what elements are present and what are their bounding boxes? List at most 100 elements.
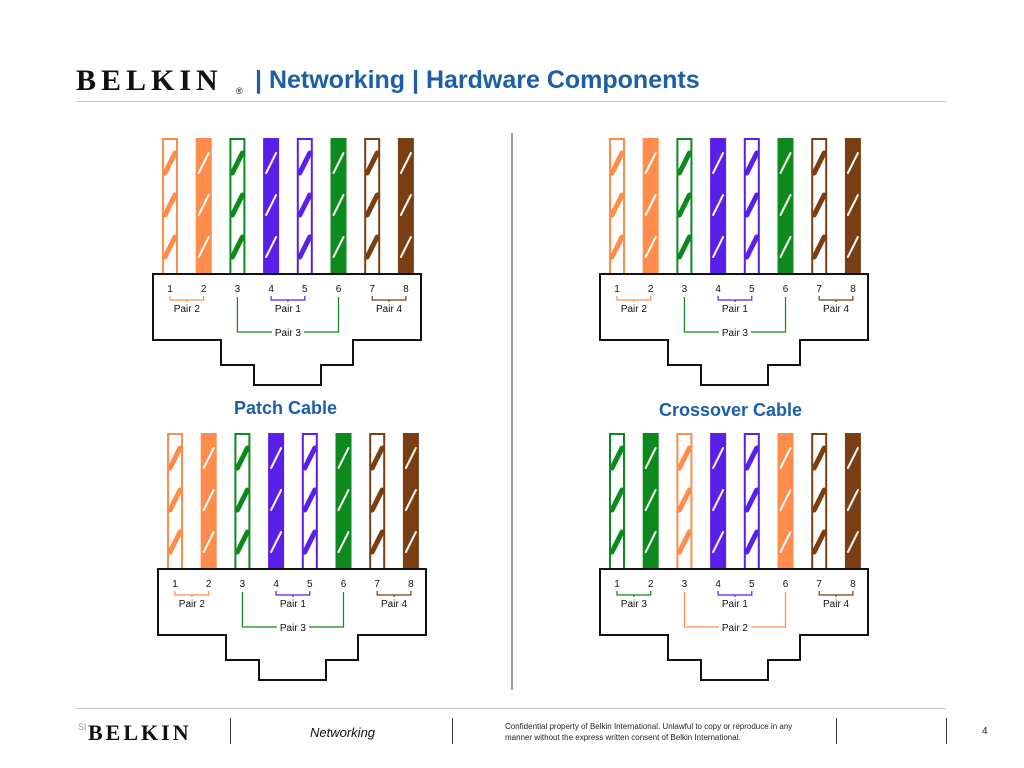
- pin-number: 1: [614, 579, 620, 590]
- footer-separator: [946, 718, 947, 744]
- wire-stripe: [712, 236, 725, 258]
- wire-stripe: [779, 531, 792, 553]
- wire-stripe: [197, 236, 210, 258]
- pair-bracket: Pair 2: [616, 296, 652, 315]
- pin-number: 6: [341, 579, 347, 590]
- pin-number: 3: [682, 284, 688, 295]
- wire-stripe: [744, 445, 760, 471]
- pair-bracket-line: [683, 592, 787, 628]
- wire-stripe: [404, 489, 417, 511]
- pair-bracket: Pair 1: [270, 296, 306, 315]
- wire-stripe: [811, 234, 827, 260]
- wire-green: [330, 138, 347, 275]
- wire-stripe: [297, 234, 313, 260]
- wire-stripe: [609, 487, 625, 513]
- wire-stripe: [229, 192, 245, 218]
- pair-label: Pair 1: [275, 304, 302, 315]
- pin-number: 4: [273, 579, 279, 590]
- wire-stripe: [644, 194, 657, 216]
- wire-stripe: [609, 192, 625, 218]
- wire-stripe: [712, 489, 725, 511]
- wire-stripe: [846, 152, 859, 174]
- wire-stripe: [197, 194, 210, 216]
- wire-blue: [263, 138, 280, 275]
- wire-stripe: [337, 447, 350, 469]
- rj45-connector-body: [152, 273, 422, 386]
- wire-blue-stripe: [743, 433, 760, 570]
- wire-stripe: [846, 194, 859, 216]
- wire-stripe: [399, 194, 412, 216]
- wire-stripe: [162, 192, 178, 218]
- pair-label: Pair 3: [621, 599, 648, 610]
- wire-orange-stripe: [609, 138, 625, 275]
- pin-number: 4: [715, 284, 721, 295]
- pair-bracket: Pair 2: [174, 591, 210, 610]
- wire-stripe: [744, 192, 760, 218]
- wire-stripe: [846, 531, 859, 553]
- wire-stripe: [399, 236, 412, 258]
- rj45-connector-body: [599, 273, 869, 386]
- wire-stripe: [202, 531, 215, 553]
- wire-stripe: [332, 236, 345, 258]
- pin-number: 7: [816, 284, 822, 295]
- footer-separator: [452, 718, 453, 744]
- wire-orange-stripe: [162, 138, 178, 275]
- pin-number: 8: [850, 579, 856, 590]
- wire-green: [335, 433, 352, 570]
- wire-stripe: [609, 150, 625, 176]
- wire-stripe: [364, 192, 380, 218]
- wire-stripe: [779, 489, 792, 511]
- pair-bracket: Pair 1: [717, 591, 753, 610]
- pair-bracket: Pair 3: [683, 297, 787, 339]
- wire-stripe: [644, 152, 657, 174]
- pair-bracket-line: [241, 592, 345, 628]
- wire-stripe: [265, 236, 278, 258]
- wire-blue-stripe: [296, 138, 313, 275]
- belkin-logo: BELKIN: [76, 64, 223, 97]
- pin-number: 5: [302, 284, 308, 295]
- pin-number: 7: [816, 579, 822, 590]
- pair-label: Pair 1: [722, 304, 749, 315]
- wire-stripe: [234, 529, 250, 555]
- wire-blue: [268, 433, 285, 570]
- wire-stripe: [811, 150, 827, 176]
- wire-orange-stripe: [676, 433, 693, 570]
- wire-stripe: [676, 445, 692, 471]
- wire-stripe: [369, 487, 385, 513]
- rj45-connector-body: [599, 568, 869, 681]
- wire-brown: [844, 433, 861, 570]
- wire-stripe: [779, 194, 792, 216]
- wire-stripe: [202, 447, 215, 469]
- wire-stripe: [270, 489, 283, 511]
- crossover-cable-label: Crossover Cable: [659, 400, 803, 420]
- wire-stripe: [712, 152, 725, 174]
- pin-number: 3: [682, 579, 688, 590]
- pair-label: Pair 3: [722, 328, 749, 339]
- wire-stripe: [811, 192, 827, 218]
- wire-stripe: [676, 150, 692, 176]
- wire-stripe: [404, 447, 417, 469]
- pin-number: 6: [336, 284, 342, 295]
- pin-number: 7: [369, 284, 375, 295]
- wire-stripe: [234, 487, 250, 513]
- wire-stripe: [162, 150, 178, 176]
- wire-stripe: [297, 150, 313, 176]
- wire-green: [777, 138, 794, 275]
- wire-stripe: [167, 529, 183, 555]
- pin-number: 4: [268, 284, 274, 295]
- pair-label: Pair 1: [722, 599, 749, 610]
- wire-stripe: [744, 487, 760, 513]
- wire-blue-stripe: [743, 138, 760, 275]
- pair-bracket: Pair 3: [236, 297, 340, 339]
- pair-bracket: Pair 4: [818, 591, 854, 610]
- wire-stripe: [676, 487, 692, 513]
- wire-stripe: [676, 234, 692, 260]
- wire-orange: [200, 433, 217, 570]
- pair-label: Pair 3: [275, 328, 302, 339]
- wire-orange: [642, 138, 659, 275]
- wire-green-stripe: [234, 433, 251, 570]
- wire-stripe: [712, 194, 725, 216]
- footer-confidential-notice: Confidential property of Belkin Internat…: [505, 722, 793, 742]
- wire-stripe: [167, 487, 183, 513]
